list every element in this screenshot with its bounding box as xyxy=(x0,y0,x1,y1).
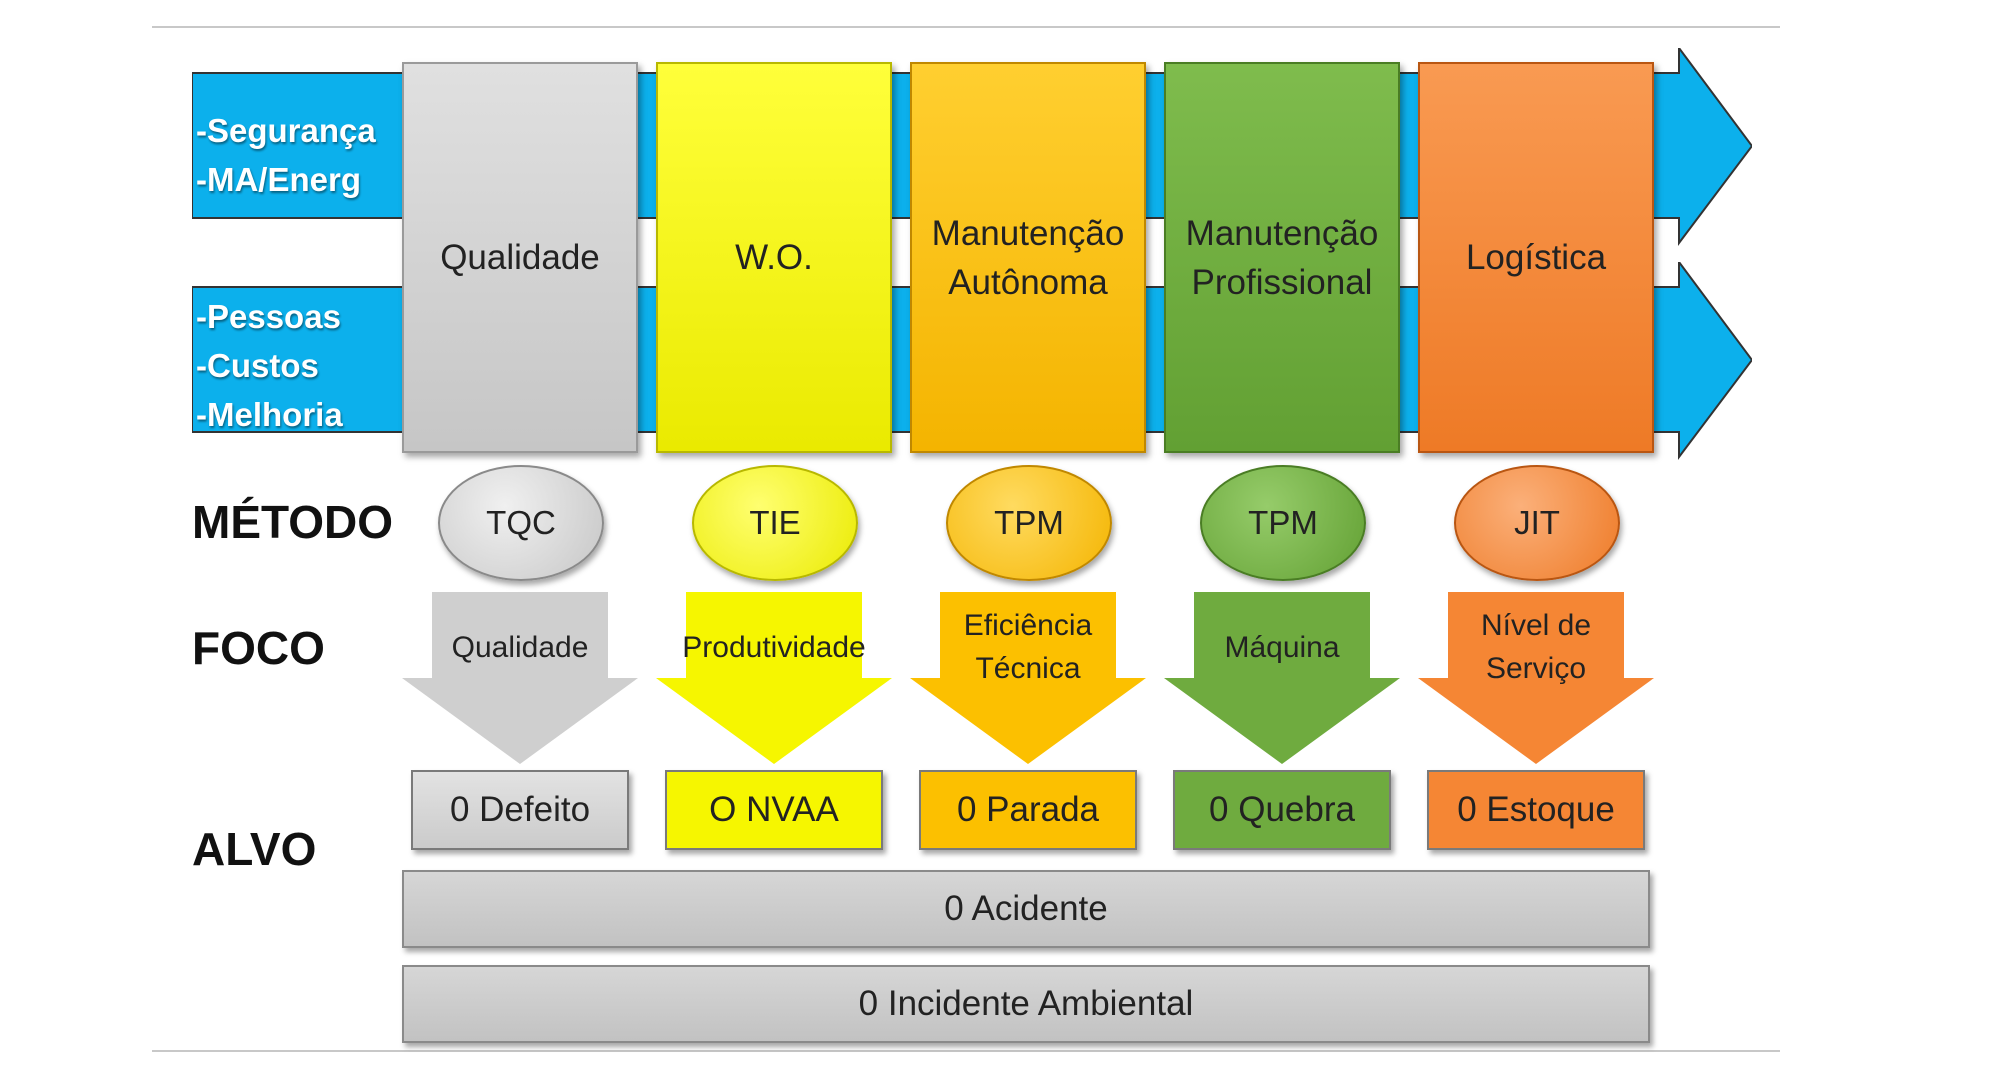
target-incidente-ambiental: 0 Incidente Ambiental xyxy=(402,965,1650,1043)
focus-text-nivel-servico: Nível de Serviço xyxy=(1480,609,1592,685)
row-label-focus: FOCO xyxy=(192,622,325,674)
pillar-wo: W.O. xyxy=(656,62,892,453)
focus-arrow-nivel-servico: Nível de Serviço xyxy=(1418,592,1654,764)
focus-arrow-eficiencia: Eficiência Técnica xyxy=(910,592,1146,764)
target-acidente: 0 Acidente xyxy=(402,870,1650,948)
blue-label-top: -Segurança -MA/Energ xyxy=(196,112,376,198)
row-label-target: ALVO xyxy=(192,823,317,875)
target-defeito: 0 Defeito xyxy=(411,770,629,850)
pillar-qualidade: Qualidade xyxy=(402,62,638,453)
focus-text-eficiencia: Eficiência Técnica xyxy=(963,609,1093,685)
top-rule xyxy=(152,26,1780,28)
method-ellipse-tie: TIE xyxy=(692,465,858,581)
pillar-logistica: Logística xyxy=(1418,62,1654,453)
focus-arrow-maquina: Máquina xyxy=(1164,592,1400,764)
method-ellipse-tpm-1: TPM xyxy=(946,465,1112,581)
bottom-rule xyxy=(152,1050,1780,1052)
row-label-method: MÉTODO xyxy=(192,496,394,548)
pillar-manutencao-autonoma: Manutenção Autônoma xyxy=(910,62,1146,453)
method-ellipse-jit: JIT xyxy=(1454,465,1620,581)
target-nvaa: O NVAA xyxy=(665,770,883,850)
method-ellipse-tqc: TQC xyxy=(438,465,604,581)
target-parada: 0 Parada xyxy=(919,770,1137,850)
focus-arrow-produtividade: Produtividade xyxy=(656,592,892,764)
target-estoque: 0 Estoque xyxy=(1427,770,1645,850)
focus-text-produtividade: Produtividade xyxy=(682,630,866,664)
blue-label-bottom: -Pessoas -Custos -Melhoria xyxy=(196,298,343,433)
focus-text-maquina: Máquina xyxy=(1224,630,1340,664)
pillar-manutencao-profissional: Manutenção Profissional xyxy=(1164,62,1400,453)
target-quebra: 0 Quebra xyxy=(1173,770,1391,850)
method-ellipse-tpm-2: TPM xyxy=(1200,465,1366,581)
focus-text-qualidade: Qualidade xyxy=(451,630,589,664)
focus-arrow-qualidade: Qualidade xyxy=(402,592,638,764)
